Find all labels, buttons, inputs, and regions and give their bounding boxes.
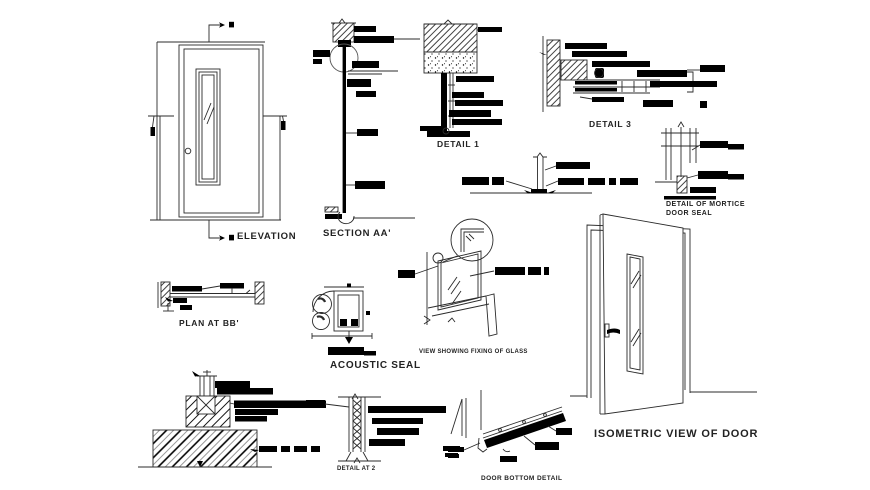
floor-junction-detail-drawing bbox=[138, 370, 326, 468]
threshold-detail-drawing bbox=[462, 152, 638, 194]
acoustic-seal-drawing bbox=[311, 283, 376, 356]
detail-at-2-drawing bbox=[306, 393, 460, 464]
mortice-seal-label-line2: DOOR SEAL bbox=[666, 210, 713, 217]
acoustic-seal-label: ACOUSTIC SEAL bbox=[330, 360, 421, 371]
detail-at-2-label: DETAIL AT 2 bbox=[337, 466, 376, 472]
section-aa-label: SECTION AA' bbox=[323, 228, 392, 239]
door-elevation-drawing bbox=[148, 21, 287, 241]
door-bottom-detail-drawing bbox=[448, 390, 572, 462]
plan-bb-label: PLAN AT BB' bbox=[179, 318, 240, 328]
isometric-door-label: ISOMETRIC VIEW OF DOOR bbox=[594, 428, 759, 440]
detail-3-drawing bbox=[539, 36, 725, 112]
glass-fixing-label: VIEW SHOWING FIXING OF GLASS bbox=[419, 349, 528, 355]
detail-1-drawing bbox=[420, 19, 503, 137]
mortice-seal-label: DETAIL OF MORTICE DOOR SEAL bbox=[666, 200, 745, 218]
mortice-seal-label-line1: DETAIL OF MORTICE bbox=[666, 201, 746, 208]
elevation-label: ELEVATION bbox=[237, 231, 297, 242]
plan-bb-drawing bbox=[157, 281, 265, 312]
detail-1-label: DETAIL 1 bbox=[437, 139, 480, 149]
isometric-door-drawing bbox=[570, 213, 757, 415]
detail-3-label: DETAIL 3 bbox=[589, 119, 632, 129]
glass-fixing-drawing bbox=[398, 218, 549, 337]
door-bottom-label: DOOR BOTTOM DETAIL bbox=[481, 475, 563, 482]
mortice-seal-drawing bbox=[655, 121, 744, 200]
section-aa-drawing bbox=[313, 18, 420, 225]
